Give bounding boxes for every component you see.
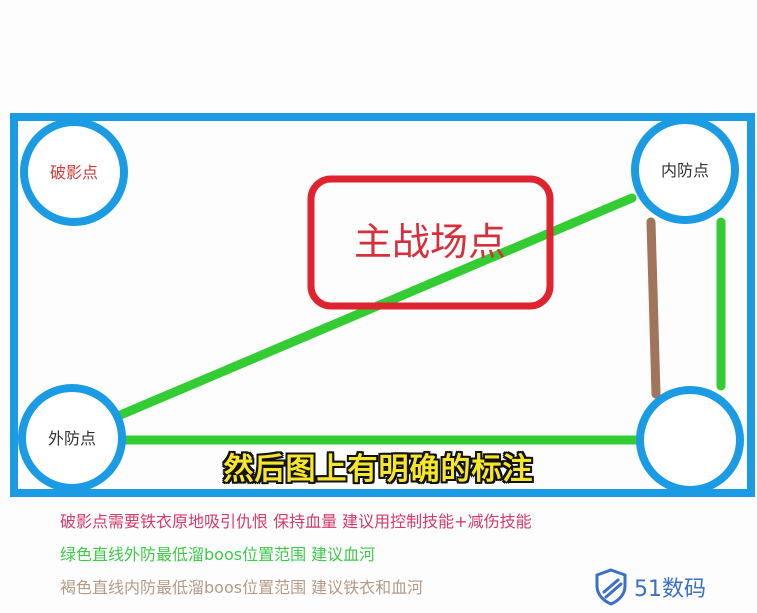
main-battlefield-label: 主战场点 (354, 220, 506, 264)
node-bottom-left-label: 外防点 (48, 429, 96, 448)
note-green-line: 绿色直线外防最低溜boos位置范围 建议血河 (60, 545, 376, 564)
node-bottom-left (18, 384, 126, 492)
node-top-left (20, 118, 128, 226)
battlefield-frame (10, 113, 755, 497)
node-bottom-right (636, 386, 744, 494)
node-top-right (631, 116, 739, 224)
node-top-left-label: 破影点 (50, 163, 98, 182)
watermark-text: 51数码 (634, 577, 706, 602)
note-break-shadow-point: 破影点需要铁衣原地吸引仇恨 保持血量 建议用控制技能+减伤技能 (60, 512, 532, 531)
brown-line (646, 217, 661, 399)
main-battlefield-box (307, 175, 554, 310)
video-subtitle: 然后图上有明确的标注 (223, 452, 534, 487)
node-top-right-label: 内防点 (661, 161, 709, 180)
note-brown-line: 褐色直线内防最低溜boos位置范围 建议铁衣和血河 (60, 578, 424, 597)
watermark: 51数码 (594, 567, 706, 607)
shield-logo-icon (595, 568, 627, 606)
